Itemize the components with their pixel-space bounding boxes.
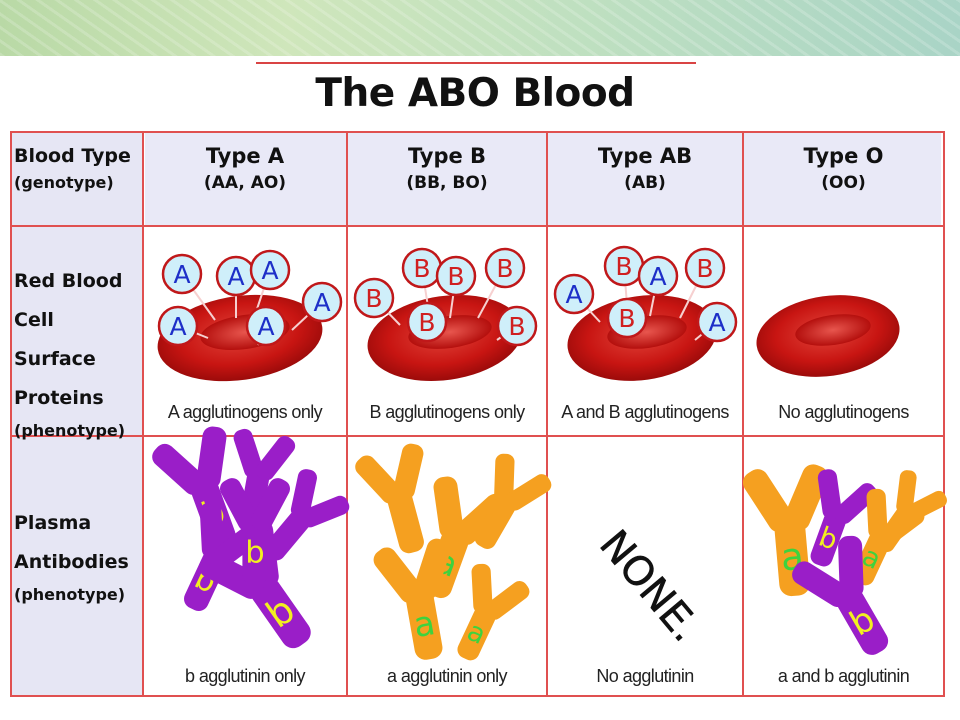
antibody-shape: a	[742, 464, 829, 597]
red-blood-cell-type-o	[756, 295, 900, 377]
antigen-b-marker: B	[413, 254, 430, 283]
antigen-a-marker: A	[227, 262, 244, 291]
antigen-bubble	[301, 281, 343, 323]
genotype: (AA, AO)	[203, 173, 287, 193]
antigen-bubble	[553, 273, 595, 315]
red-blood-cell-type-ab	[567, 295, 717, 381]
grid-line	[10, 225, 945, 227]
grid-line	[546, 131, 548, 697]
antigen-b-marker: B	[618, 304, 635, 333]
antigen-caption-type-b: B agglutinogens only	[369, 402, 525, 422]
antibody-shape: b	[220, 478, 290, 584]
antigen-caption-type-a: A agglutinogens only	[167, 402, 323, 422]
row-label-blood-type: Blood Type (genotype)	[14, 142, 142, 196]
antibody-shape	[875, 470, 947, 553]
row-label-line: Proteins	[14, 387, 104, 409]
antigen-bubble	[353, 277, 395, 319]
antibody-shape	[355, 443, 424, 554]
antigen-a-marker: A	[261, 256, 278, 285]
antigen-b-marker: B	[365, 284, 382, 313]
antibody-caption-type-a: b agglutinin only	[185, 666, 306, 686]
column-header-type-o: Type O (OO)	[744, 142, 943, 222]
genotype: (BB, BO)	[406, 173, 488, 193]
type-name: Type AB	[597, 144, 693, 168]
antigen-bubble	[249, 249, 291, 291]
type-name: Type A	[205, 144, 285, 168]
antigen-bubble	[161, 253, 203, 295]
row-label-line: (phenotype)	[14, 585, 126, 604]
antibody-shape: b	[792, 535, 889, 655]
antigen-bubble	[157, 305, 199, 347]
grid-line	[346, 131, 348, 697]
none-label: NONE.	[590, 522, 708, 651]
antigen-a-marker: A	[565, 280, 582, 309]
row-label-line: Red Blood	[14, 270, 123, 292]
antibody-caption-type-o: a and b agglutinin	[777, 666, 910, 686]
row-label-line: Antibodies	[14, 551, 129, 573]
antibody-shape	[264, 469, 350, 561]
row-label-line: Blood Type	[14, 145, 131, 167]
grid-line	[10, 131, 12, 697]
antigen-a-marker: A	[169, 312, 186, 341]
antigen-b-marker: B	[418, 308, 435, 337]
antibody-b-marker: b	[245, 535, 264, 570]
grid-line	[10, 435, 945, 437]
antibody-shape	[474, 453, 552, 549]
column-header-type-a: Type A (AA, AO)	[144, 142, 346, 222]
title-rule	[256, 62, 696, 64]
antibody-caption-type-ab: No agglutinin	[596, 666, 694, 686]
antigen-a-marker: A	[313, 288, 330, 317]
row-label-line: (genotype)	[14, 173, 114, 192]
antigen-b-marker: B	[496, 254, 513, 283]
row-label-line: Cell Surface	[14, 309, 96, 370]
grid-line	[943, 131, 945, 697]
antibody-shape: b	[810, 469, 878, 567]
antigen-bubble	[637, 255, 679, 297]
antigen-caption-type-o: No agglutinogens	[778, 402, 909, 422]
antigen-bubble	[606, 297, 648, 339]
column-header-type-ab: Type AB (AB)	[548, 142, 742, 222]
grid-line	[10, 695, 945, 697]
antigen-bubble	[496, 305, 538, 347]
row-label-surface-proteins: Red Blood Cell Surface Proteins (phenoty…	[14, 262, 142, 444]
antigen-b-marker: B	[696, 254, 713, 283]
antibody-markers: bbbbaaaabab	[152, 426, 947, 661]
row-label-line: Plasma	[14, 512, 92, 534]
antigen-a-marker: A	[173, 260, 190, 289]
antibody-caption-type-b: a agglutinin only	[387, 666, 508, 686]
header-row	[145, 133, 941, 225]
top-banner	[0, 0, 960, 56]
antigen-b-marker: B	[615, 252, 632, 281]
antigen-bubble	[435, 255, 477, 297]
antibody-shape: a	[373, 538, 451, 660]
antigen-a-marker: A	[708, 308, 725, 337]
grid-line	[10, 131, 945, 133]
grid-line	[142, 131, 144, 697]
antigen-caption-type-ab: A and B agglutinogens	[561, 402, 729, 422]
grid-line	[742, 131, 744, 697]
column-header-type-b: Type B (BB, BO)	[348, 142, 546, 222]
antigen-a-marker: A	[257, 312, 274, 341]
antigen-b-marker: B	[508, 312, 525, 341]
antigen-bubble	[696, 301, 738, 343]
antigen-bubble	[406, 301, 448, 343]
antigen-bubble	[484, 247, 526, 289]
antigen-bubble	[245, 305, 287, 347]
type-name: Type B	[407, 144, 487, 168]
antigen-a-marker: A	[649, 262, 666, 291]
genotype: (OO)	[821, 173, 866, 193]
row-label-line: (phenotype)	[14, 421, 126, 440]
antigen-bubble	[684, 247, 726, 289]
type-name: Type O	[803, 144, 884, 168]
row-label-plasma-antibodies: Plasma Antibodies (phenotype)	[14, 504, 142, 608]
genotype: (AB)	[624, 173, 666, 193]
antigen-b-marker: B	[447, 262, 464, 291]
